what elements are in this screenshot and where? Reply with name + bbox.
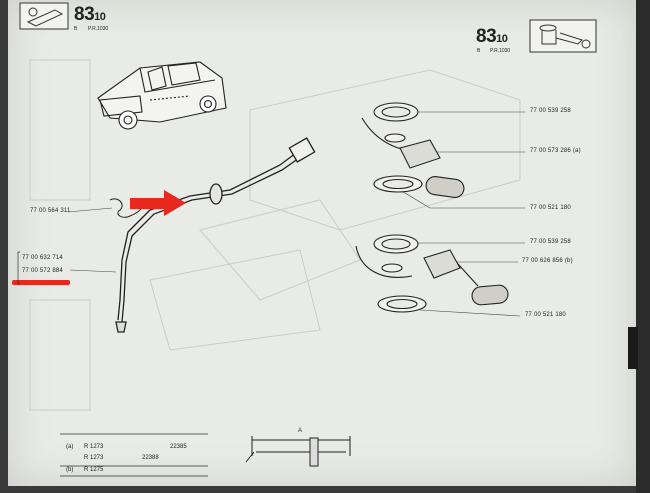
part-number-clip: 77 00 564 311 bbox=[30, 208, 71, 214]
car-icon bbox=[97, 61, 227, 130]
header-right-icon bbox=[529, 19, 597, 53]
part-number-sender-unit-b: 77 00 626 856 (b) bbox=[522, 258, 573, 264]
legend-row-a2-model: R 1273 bbox=[84, 455, 104, 461]
sender-unit-top bbox=[361, 102, 465, 198]
header-left-pr-code: P.R.1030 bbox=[88, 26, 109, 32]
part-number-cable-bottom: 77 00 572 884 bbox=[22, 268, 63, 274]
header-right-pr-code: P.R.1030 bbox=[490, 48, 511, 54]
part-number-seal-bottom: 77 00 539 258 bbox=[530, 239, 571, 245]
legend-row-a-label: (a) bbox=[66, 444, 74, 450]
legend-row-a-serial: 22385 bbox=[170, 444, 187, 450]
page-edge bbox=[636, 0, 650, 493]
index-tab bbox=[628, 327, 638, 369]
part-number-cable-top: 77 00 632 714 bbox=[22, 255, 63, 261]
header-left-icon bbox=[19, 2, 69, 30]
part-number-sender-unit-a: 77 00 573 286 (a) bbox=[530, 148, 581, 154]
legend-row-b-model: R 1275 bbox=[84, 467, 104, 473]
legend-row-b-label: (b) bbox=[66, 467, 74, 473]
part-number-seal-top: 77 00 539 258 bbox=[530, 108, 571, 114]
catalog-page bbox=[8, 0, 636, 486]
legend-row-a-model: R 1273 bbox=[84, 444, 104, 450]
part-number-float-bottom: 77 00 521 180 bbox=[525, 312, 566, 318]
part-number-float-top: 77 00 521 180 bbox=[530, 205, 571, 211]
header-left-letter: B bbox=[74, 26, 78, 32]
red-arrow bbox=[130, 190, 186, 216]
section-number-right: 8310 bbox=[476, 26, 508, 47]
red-underline bbox=[12, 280, 70, 285]
legend-row-a2-serial: 22388 bbox=[142, 455, 159, 461]
cable-dimension-drawing bbox=[245, 436, 351, 467]
header-right-letter: B bbox=[477, 48, 481, 54]
dimension-label: A bbox=[298, 428, 303, 434]
speedometer-cable bbox=[115, 137, 316, 333]
sender-unit-bottom bbox=[355, 234, 509, 313]
section-number-left: 8310 bbox=[74, 4, 106, 25]
